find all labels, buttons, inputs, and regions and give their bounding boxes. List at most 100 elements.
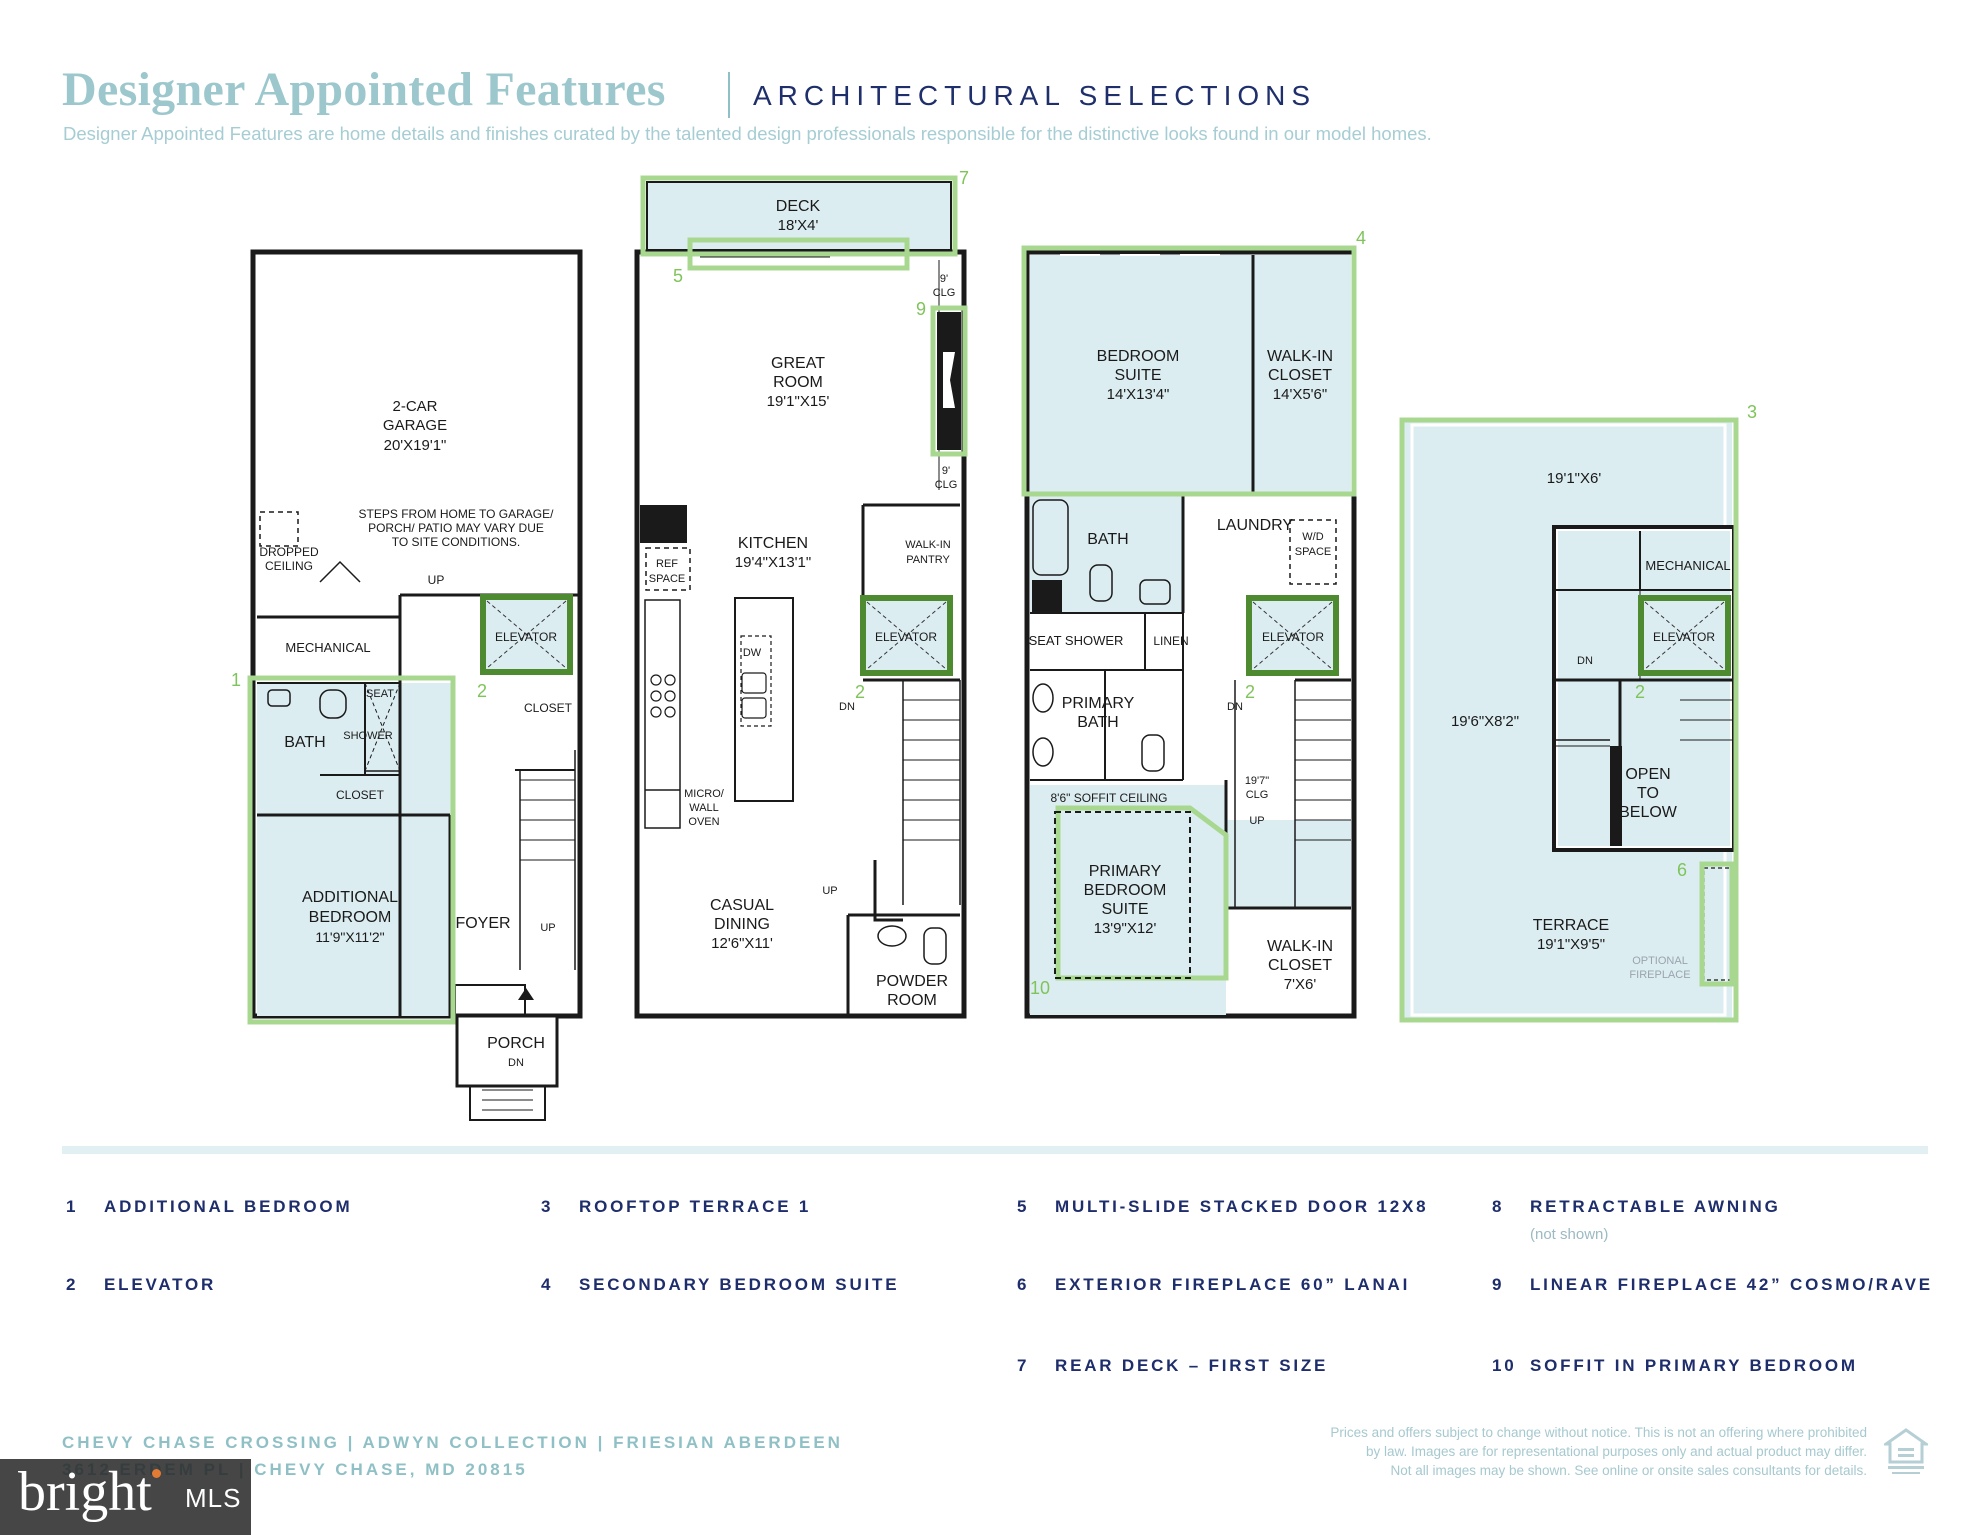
highlight-rooftop-terrace [1399, 417, 1739, 1023]
walkin2-dim: 7'X6' [1284, 976, 1317, 993]
foyer-label: FOYER [455, 915, 510, 932]
dining-1: CASUAL [710, 897, 774, 914]
level2-highlights [640, 175, 968, 457]
level3-highlights [1021, 245, 1357, 981]
bath-label: BATH [284, 734, 325, 751]
oven-3: OVEN [688, 816, 719, 828]
closet2-label: CLOSET [336, 788, 385, 802]
deck-dim: 18'X4' [778, 217, 819, 234]
dining-dim: 12'6"X11' [711, 935, 773, 952]
ref-1: REF [656, 558, 678, 570]
walkin2-2: CLOSET [1268, 957, 1332, 974]
bedroom-suite-2: SUITE [1114, 367, 1161, 384]
shower-label: SHOWER [343, 730, 393, 742]
dn-label-l3: DN [1227, 701, 1243, 713]
primary-suite-1: PRIMARY [1089, 863, 1162, 880]
highlight-elevator-l3 [1246, 595, 1339, 676]
marker-9: 9 [916, 299, 926, 319]
porch-dn-label: DN [508, 1057, 524, 1069]
highlight-additional-bedroom [247, 675, 456, 1025]
primary-suite-3: SUITE [1101, 901, 1148, 918]
up-label-l3: UP [1249, 815, 1264, 827]
soffit-label: 8'6" SOFFIT CEILING [1050, 791, 1167, 805]
closet-label: CLOSET [524, 701, 573, 715]
up-label-l2: UP [822, 885, 837, 897]
seat-shower-label: SEAT SHOWER [1029, 633, 1124, 648]
oven-2: WALL [689, 802, 719, 814]
porch-label: PORCH [487, 1035, 545, 1052]
garage-label-2: GARAGE [383, 417, 447, 434]
elevator-label-l3: ELEVATOR [1262, 630, 1324, 644]
up-label: UP [428, 573, 445, 587]
powder-2: ROOM [887, 992, 937, 1009]
seat-label: SEAT [366, 688, 394, 700]
primary-bath-2: BATH [1077, 714, 1118, 731]
primary-bath-1: PRIMARY [1062, 695, 1135, 712]
clg-top-1: 9' [940, 273, 948, 285]
up2-label: UP [540, 922, 555, 934]
mechanical-label: MECHANICAL [285, 640, 370, 655]
linen-label: LINEN [1153, 634, 1188, 648]
watermark-mls-text: MLS [185, 1483, 242, 1513]
title-divider [728, 72, 730, 118]
garage-note-3: TO SITE CONDITIONS. [392, 535, 520, 549]
open-3: BELOW [1619, 804, 1678, 821]
pantry-1: WALK-IN [905, 539, 950, 551]
garage-dim: 20'X19'1" [384, 437, 447, 454]
kitchen-dim: 19'4"X13'1" [735, 554, 811, 571]
open-2: TO [1637, 785, 1659, 802]
dn-label-l4: DN [1577, 655, 1593, 667]
dw-label: DW [743, 647, 762, 659]
watermark-dot-icon [152, 1469, 161, 1478]
highlight-deck [640, 175, 958, 257]
marker-2-l4: 2 [1635, 682, 1645, 702]
clg-l3-2: CLG [1246, 789, 1269, 801]
highlight-linear-fireplace [930, 305, 968, 457]
marker-3: 3 [1747, 402, 1757, 422]
marker-7: 7 [959, 168, 969, 188]
deck-label: DECK [776, 198, 821, 215]
open-1: OPEN [1625, 766, 1670, 783]
bedroom-suite-1: BEDROOM [1097, 348, 1180, 365]
mls-watermark [0, 1459, 251, 1535]
wd-1: W/D [1302, 531, 1323, 543]
add-bedroom-dim: 11'9"X11'2" [315, 929, 384, 945]
page-subtitle: ARCHITECTURAL SELECTIONS [753, 80, 1317, 111]
marker-5: 5 [673, 266, 683, 286]
additional-bedroom-fill [257, 683, 452, 1016]
dropped-ceiling-1: DROPPED [259, 545, 319, 559]
equal-housing-icon [1884, 1428, 1928, 1474]
marker-2-l3: 2 [1245, 682, 1255, 702]
clg-l3-1: 19'7" [1245, 775, 1269, 787]
powder-1: POWDER [876, 973, 948, 990]
great-room-1: GREAT [771, 355, 825, 372]
level4-plan [1403, 418, 1736, 1018]
page-description: Designer Appointed Features are home det… [63, 123, 1432, 144]
great-room-2: ROOM [773, 374, 823, 391]
highlight-exterior-fireplace [1699, 861, 1735, 987]
fireplace-1: OPTIONAL [1632, 955, 1688, 967]
marker-1: 1 [231, 670, 241, 690]
clg-top-2: CLG [933, 287, 956, 299]
legal-disclaimer: Prices and offers subject to change with… [1330, 1425, 1867, 1478]
dim-side-l4: 19'6"X8'2" [1451, 713, 1519, 730]
oven-1: MICRO/ [684, 788, 725, 800]
clg-mid-2: CLG [935, 479, 958, 491]
marker-10: 10 [1030, 978, 1050, 998]
dn-label-l2: DN [839, 701, 855, 713]
mechanical-l4: MECHANICAL [1645, 558, 1730, 573]
add-bedroom-1: ADDITIONAL [302, 889, 398, 906]
highlight-elevator-l2 [860, 595, 953, 676]
floor-plans: 2-CAR GARAGE 20'X19'1" STEPS FROM HOME T… [231, 168, 1757, 1121]
laundry-label: LAUNDRY [1217, 517, 1294, 534]
add-bedroom-2: BEDROOM [309, 909, 392, 926]
watermark-logo-text: bright [18, 1461, 152, 1523]
section-divider [62, 1146, 1928, 1154]
elevator-label-l2: ELEVATOR [875, 630, 937, 644]
dropped-ceiling-2: CEILING [265, 559, 313, 573]
